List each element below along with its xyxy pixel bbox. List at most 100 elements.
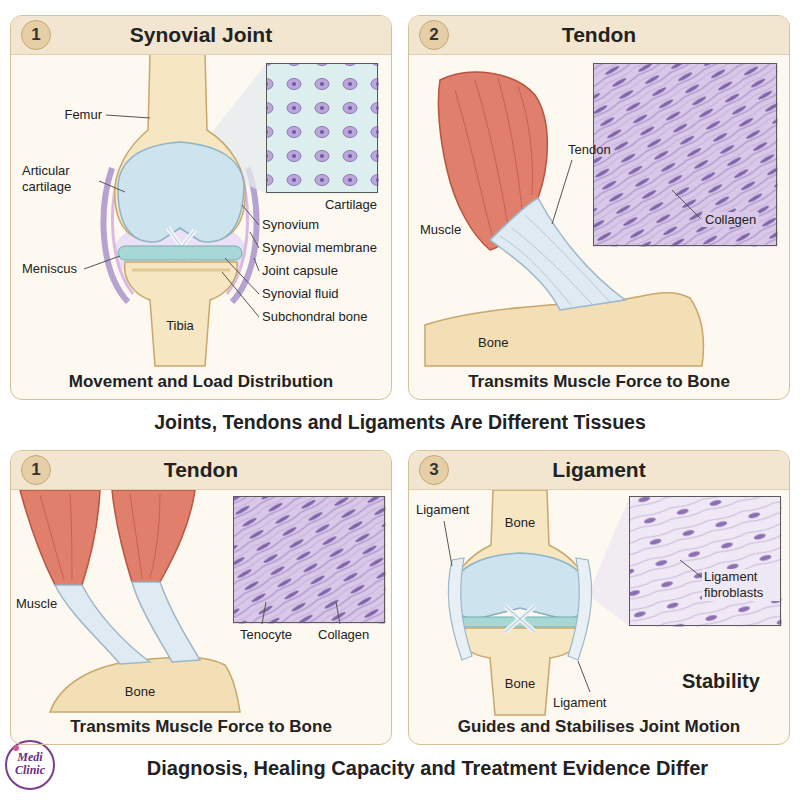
- number-badge: 2: [419, 20, 449, 50]
- panel-box: TendonTransmits Muscle Force to Bone 1Ten…: [10, 450, 392, 745]
- leader-line: [444, 521, 452, 566]
- callout-number: 1: [22, 456, 50, 484]
- zoom-inset: Cartilage: [266, 63, 378, 193]
- inset-label: Collagen: [702, 212, 759, 227]
- cartilage-inset: [267, 64, 379, 194]
- part-label: Synovial fluid: [262, 286, 339, 301]
- ligament-knee: [505, 606, 535, 632]
- part-label: Bone: [478, 335, 508, 350]
- muscle-tendon: [50, 657, 240, 712]
- panel-heading: Ligament: [409, 451, 789, 490]
- muscle-tendon: [40, 494, 160, 580]
- part-label: Meniscus: [22, 261, 77, 276]
- part-label: Synovium: [262, 217, 319, 232]
- ligament-knee: [448, 490, 629, 715]
- leader-line: [250, 232, 259, 248]
- zoom-inset: Collagen: [593, 63, 777, 246]
- panel-caption: Guides and Stabilises Joint Motion: [409, 717, 789, 737]
- ligament-knee: [450, 490, 590, 619]
- leader-line: [106, 115, 150, 118]
- inset-label: Cartilage: [325, 197, 377, 212]
- leader-line: [552, 160, 700, 224]
- zoom-inset: TenocyteCollagen: [233, 496, 385, 623]
- knee-joint: [125, 262, 238, 366]
- number-badge: 1: [21, 20, 51, 50]
- muscle-tendon: [112, 490, 195, 582]
- panel-ground: [10, 15, 790, 745]
- fibroblast-inset: [630, 497, 782, 627]
- main-title: Joints, Tendons and Ligaments Are Differ…: [0, 411, 800, 434]
- muscle-tendon: [55, 585, 150, 664]
- panel-heading: Tendon: [11, 451, 391, 490]
- leader-line: [262, 602, 266, 624]
- collagen-inset: [594, 64, 778, 247]
- leader-line: [444, 521, 703, 692]
- logo-text: Medi Clinic: [8, 751, 52, 777]
- main-caption: Diagnosis, Healing Capacity and Treatmen…: [60, 757, 795, 780]
- inset-label: Ligament fibroblasts: [702, 569, 780, 601]
- part-label: Ligament: [553, 695, 606, 710]
- part-label: Tendon: [568, 142, 611, 157]
- ligament-knee: [448, 558, 472, 660]
- collagen-inset: [594, 64, 778, 247]
- panel-ground: [408, 15, 790, 400]
- panel-heading: Tendon: [409, 16, 789, 55]
- panel-caption: Transmits Muscle Force to Bone: [11, 717, 391, 737]
- inset-label: Tenocyte: [240, 627, 292, 642]
- part-label: Ligament: [416, 502, 469, 517]
- fibroblast-inset: [630, 497, 782, 627]
- panel-note: Stability: [682, 670, 760, 693]
- leader-line: [552, 160, 572, 224]
- leader-line: [84, 115, 259, 317]
- inset-label: Collagen: [318, 627, 369, 642]
- leader-line: [336, 602, 340, 624]
- ligament-knee: [452, 553, 588, 619]
- part-label: Bone: [498, 515, 542, 530]
- knee-joint: [132, 269, 230, 272]
- panel-caption: Movement and Load Distribution: [11, 372, 391, 392]
- callout-number: 1: [22, 21, 50, 49]
- leader-line: [680, 560, 703, 578]
- knee-joint: [118, 246, 242, 260]
- part-label: Muscle: [16, 596, 57, 611]
- collagen-inset: [234, 497, 386, 624]
- collagen-inset: [234, 497, 386, 624]
- logo-badge: [6, 741, 54, 789]
- part-label: Femur: [54, 107, 102, 122]
- panel-ground: [10, 15, 392, 400]
- leader-line: [84, 256, 120, 269]
- part-label: Bone: [498, 676, 542, 691]
- leader-line: [99, 181, 125, 192]
- callout-number: 3: [420, 456, 448, 484]
- panel-box: Synovial JointMovement and Load Distribu…: [10, 15, 392, 400]
- part-label: Muscle: [420, 222, 461, 237]
- panel-caption: Transmits Muscle Force to Bone: [409, 372, 789, 392]
- number-badge: 3: [419, 455, 449, 485]
- leader-line: [222, 272, 259, 317]
- panel-ground: [408, 450, 790, 745]
- part-label: Articular cartilage: [22, 163, 96, 195]
- leader-line: [254, 258, 259, 271]
- part-label: Joint capsule: [262, 263, 338, 278]
- panel-box: TendonTransmits Muscle Force to Bone 2Col…: [408, 15, 790, 400]
- leader-line: [578, 661, 590, 692]
- logo-badge: [6, 741, 54, 789]
- muscle-tendon: [20, 490, 100, 585]
- cartilage-inset: [267, 64, 379, 194]
- panel-heading: Synovial Joint: [11, 16, 391, 55]
- leader-line: [225, 258, 259, 294]
- number-badge: 1: [21, 455, 51, 485]
- leader-line: [242, 205, 259, 225]
- knee-joint: [115, 54, 246, 241]
- panel-ground: [10, 450, 392, 745]
- knee-joint: [118, 142, 244, 242]
- part-label: Tibia: [158, 318, 202, 333]
- leader-line: [262, 602, 340, 624]
- part-label: Subchondral bone: [262, 309, 368, 324]
- muscle-tendon: [132, 582, 200, 662]
- leader-line: [672, 190, 700, 218]
- callout-number: 2: [420, 21, 448, 49]
- part-label: Bone: [118, 684, 162, 699]
- part-label: Synovial membrane: [262, 240, 377, 255]
